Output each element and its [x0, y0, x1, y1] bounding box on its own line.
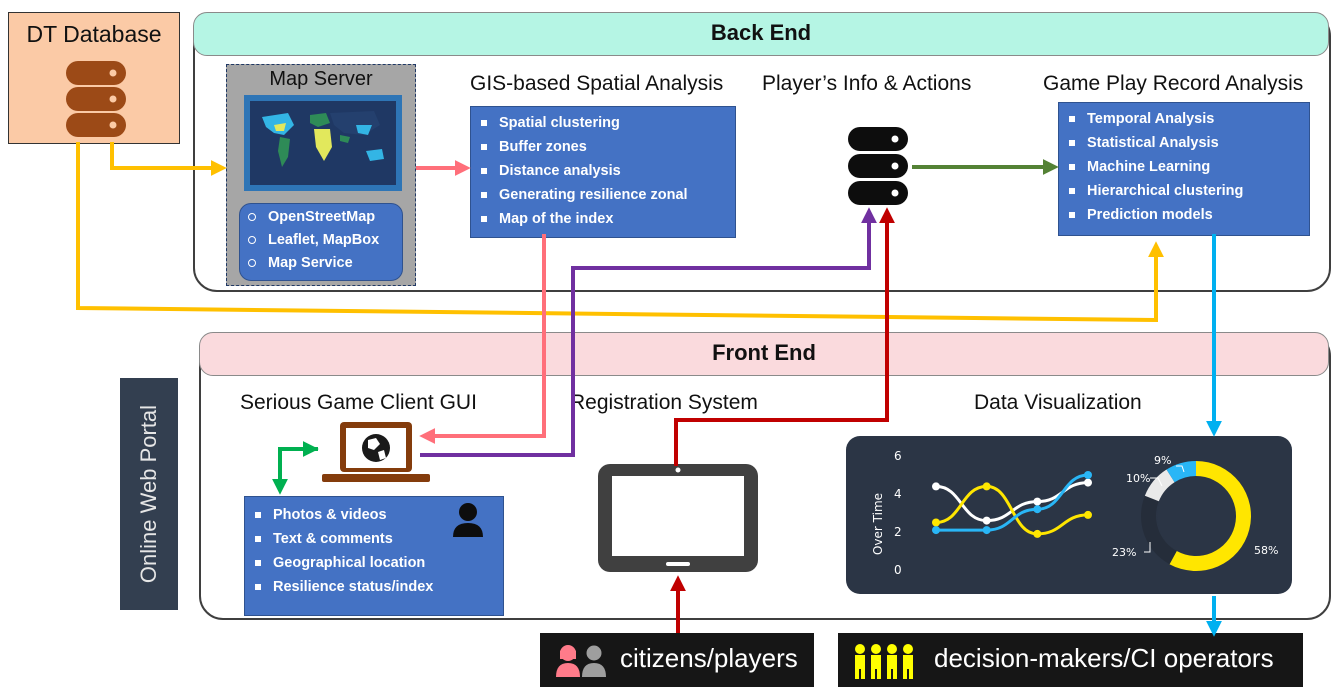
donut-hole [1157, 477, 1235, 555]
back-end-title: Back End [193, 12, 1329, 56]
data-vis-svg: 6 4 2 0 58% 23% 10% 9% [894, 449, 1278, 577]
donut-slice [1141, 495, 1177, 565]
donut-leader [1176, 465, 1185, 473]
line-point [1084, 478, 1092, 487]
gis-title: GIS-based Spatial Analysis [470, 72, 724, 95]
line-point [1033, 505, 1042, 514]
player-database-icon [848, 127, 908, 205]
database-icon [66, 61, 126, 137]
donut-label: 10% [1126, 472, 1150, 485]
game-play-title: Game Play Record Analysis [1043, 72, 1304, 95]
line-chart-ylabel: Over Time [871, 492, 885, 556]
game-play-item: Prediction models [1059, 203, 1309, 227]
online-web-portal-label: Online Web Portal [120, 378, 178, 610]
line-point [1033, 529, 1042, 538]
map-server-title: Map Server [269, 68, 373, 90]
data-vis-dashboard: 6 4 2 0 58% 23% 10% 9% Over Time [846, 436, 1292, 594]
decision-makers-label: decision-makers/CI operators [934, 643, 1274, 673]
client-gui-item: Resilience status/index [245, 575, 503, 599]
citizens-box: citizens/players [540, 633, 814, 687]
decision-makers-icon [855, 644, 913, 679]
citizens-icon [556, 645, 606, 677]
client-gui-item: Text & comments [245, 527, 503, 551]
line-point [982, 516, 991, 525]
donut-label: 58% [1254, 544, 1278, 557]
world-map-icon [244, 95, 402, 191]
line-chart-ytick: 0 [894, 563, 902, 577]
data-vis-title: Data Visualization [974, 391, 1142, 414]
line-point [932, 526, 940, 535]
gis-item: Generating resilience zonal [471, 183, 735, 207]
game-play-list: Temporal Analysis Statistical Analysis M… [1058, 102, 1310, 236]
donut-label: 23% [1112, 546, 1136, 559]
line-point [1084, 510, 1092, 519]
front-end-title: Front End [199, 332, 1329, 376]
game-play-item: Temporal Analysis [1059, 107, 1309, 131]
client-gui-title: Serious Game Client GUI [240, 391, 477, 414]
citizens-label: citizens/players [620, 643, 798, 673]
donut-label: 9% [1154, 454, 1171, 467]
line-series-1 [935, 484, 1089, 536]
line-chart-ytick: 6 [894, 449, 902, 463]
map-server-item: OpenStreetMap [240, 206, 402, 229]
line-point [1033, 497, 1042, 506]
online-web-portal-text: Online Web Portal [136, 404, 161, 584]
line-point [932, 482, 940, 491]
line-point [1084, 471, 1092, 479]
map-server-box: Map Server OpenStreetMap Leaflet, MapBox… [226, 64, 416, 286]
client-gui-list: Photos & videos Text & comments Geograph… [244, 496, 504, 616]
line-chart-ytick: 4 [894, 487, 902, 501]
donut-leader [1144, 542, 1151, 553]
game-play-item: Statistical Analysis [1059, 131, 1309, 155]
gis-item: Distance analysis [471, 159, 735, 183]
laptop-globe-icon [322, 422, 430, 482]
line-series-2 [936, 473, 1089, 532]
dt-database-box: DT Database [8, 12, 180, 144]
registration-title: Registration System [570, 391, 758, 414]
user-icon [453, 503, 483, 537]
map-server-list: OpenStreetMap Leaflet, MapBox Map Servic… [239, 203, 403, 281]
donut-slice [1169, 461, 1251, 571]
dt-database-label: DT Database [26, 21, 162, 47]
player-info-title: Player’s Info & Actions [762, 72, 972, 95]
gis-list: Spatial clustering Buffer zones Distance… [470, 106, 736, 238]
client-gui-item: Geographical location [245, 551, 503, 575]
map-server-item: Leaflet, MapBox [240, 229, 402, 252]
line-point [932, 518, 940, 527]
map-server-item: Map Service [240, 252, 402, 275]
donut-leader [1150, 477, 1163, 487]
donut-slice [1166, 461, 1196, 483]
gis-item: Spatial clustering [471, 111, 735, 135]
line-point [982, 526, 991, 535]
decision-makers-box: decision-makers/CI operators [838, 633, 1303, 687]
client-gui-item: Photos & videos [245, 503, 503, 527]
game-play-item: Machine Learning [1059, 155, 1309, 179]
gis-item: Buffer zones [471, 135, 735, 159]
game-play-item: Hierarchical clustering [1059, 179, 1309, 203]
line-chart-ytick: 2 [894, 525, 902, 539]
donut-slice [1144, 469, 1175, 502]
gis-item: Map of the index [471, 207, 735, 231]
tablet-icon [598, 464, 758, 572]
line-point [982, 482, 991, 491]
